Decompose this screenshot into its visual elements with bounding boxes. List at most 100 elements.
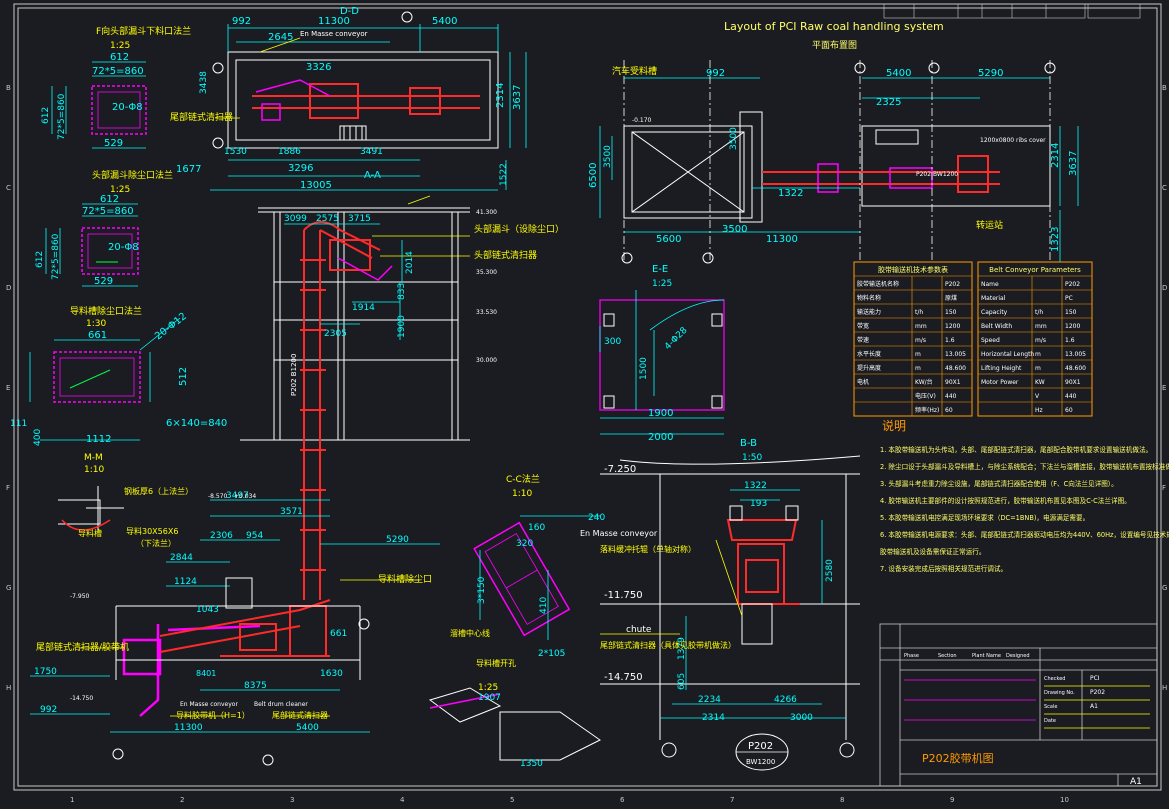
detail-scale: 1:50 — [742, 453, 762, 463]
axis-bubble-1 — [702, 252, 714, 264]
note-item: 5. 本胶带输送机电控满足现场环境要求（DC=1BNB)，电源满足需要。 — [880, 513, 1089, 522]
note-item: 6. 本胶带输送机电源要求：头部、尾部配链式清扫器驱动电压均为440V、60Hz… — [880, 530, 1169, 539]
title-label: Date — [1044, 718, 1056, 724]
dim-label: 1323 — [1050, 227, 1061, 252]
dim-label: 3500 — [729, 127, 739, 150]
dim-label: 5400 — [296, 723, 319, 733]
callout-label: 导料30X56X6 — [126, 526, 178, 536]
table-cell: mm — [1035, 323, 1047, 330]
detail-title: 导料槽除尘口法兰 — [70, 305, 142, 317]
dim-label: 3571 — [280, 507, 303, 517]
dim-label: 11300 — [766, 234, 798, 245]
callout-label: 尾部链式清扫器/胶带机 — [36, 641, 129, 653]
note-item: 2. 除尘口设于头部漏斗及导料槽上，与除尘系统配合；下法兰与溜槽连接，胶带输送机… — [880, 462, 1169, 471]
callout-label: 导料槽除尘口 — [378, 573, 432, 585]
table-cell: 带速 — [857, 336, 869, 344]
dim-label: 193 — [750, 499, 767, 509]
title-label: Checked — [1044, 676, 1065, 682]
detail-title: 头部漏斗除尘口法兰 — [92, 169, 173, 181]
frame-mark-col: 5 — [510, 796, 514, 804]
elevation-label: 41.300 — [476, 209, 497, 216]
title-label: Phase — [904, 653, 919, 659]
table-cell: Capacity — [981, 309, 1008, 316]
view-aa-elevation: A-A — [240, 170, 564, 600]
elevation-label: 30.000 — [476, 357, 497, 364]
elevation-label: -11.750 — [604, 590, 643, 601]
frame-mark-row: E — [1162, 384, 1166, 392]
frame-mark-col: 3 — [290, 796, 294, 804]
table-cell: 原煤 — [945, 294, 957, 302]
dim-label: 2306 — [210, 531, 233, 541]
elevation-label: -8.570 — [208, 493, 228, 500]
dim-label: 2314 — [495, 83, 506, 108]
table-cell: 带宽 — [857, 322, 869, 330]
dim-label: 11300 — [318, 16, 350, 27]
dim-label: 111 — [10, 419, 27, 429]
table-cell: 电压(V) — [915, 392, 936, 400]
dim-label: 2580 — [825, 559, 835, 582]
frame-mark-row: H — [1162, 684, 1167, 692]
frame-mark-row: C — [1162, 184, 1167, 192]
table-cell: m/s — [915, 337, 926, 344]
table-cell: 1200 — [1065, 323, 1080, 330]
dim-label: 992 — [232, 16, 251, 27]
elevation-label: -0.170 — [632, 117, 652, 124]
table-cell: V — [1035, 393, 1040, 400]
axis-bubble-1 — [401, 11, 413, 23]
frame-mark-col: 4 — [400, 796, 405, 804]
detail-scale: 1:10 — [512, 489, 532, 499]
callout-label: En Masse conveyor — [300, 30, 368, 38]
dim-label: 160 — [528, 523, 545, 533]
view-bb-title: B-B — [740, 438, 757, 449]
dim-label: 1886 — [278, 147, 301, 157]
dim-label: 1112 — [86, 434, 111, 445]
axis-bubble-b — [358, 618, 370, 630]
dim-label: 2000 — [648, 432, 673, 443]
table-cell: Motor Power — [981, 379, 1019, 386]
dim-label: 5290 — [386, 535, 409, 545]
frame-mark-col: 7 — [730, 796, 734, 804]
detail-scale: 1:10 — [84, 465, 104, 475]
table-cell: Speed — [981, 337, 1000, 344]
dim-label: 3500 — [603, 145, 613, 168]
elevation-label: -7.250 — [604, 464, 636, 475]
callout-label: Belt drum cleaner — [254, 701, 308, 708]
dim-label: 1630 — [320, 669, 343, 679]
table-cell: 90X1 — [945, 379, 961, 386]
table-cell: 60 — [1065, 407, 1073, 414]
table-cell: t/h — [915, 309, 923, 316]
callout-label: 溜槽中心线 — [450, 628, 490, 638]
note-item: 3. 头部漏斗考虑重力除尘设施，尾部链式清扫器配合使用（F、C向法兰见详图）。 — [880, 479, 1118, 488]
table-cell: 胶带输送机名称 — [857, 280, 899, 288]
table-cell: Name — [981, 281, 999, 288]
notes-title: 说明 — [882, 418, 906, 433]
title-label: Designed — [1006, 653, 1030, 659]
table-cell: 1.6 — [1065, 337, 1075, 344]
callout-label: 尾部链式清扫器（具体见胶带机做法） — [600, 640, 736, 650]
dim-label: 1322 — [778, 188, 803, 199]
dim-label: 1530 — [224, 147, 247, 157]
table-cell: 提升高度 — [857, 364, 881, 372]
dim-label: 605 — [677, 673, 687, 690]
dim-label: 1750 — [34, 667, 57, 677]
table-cell: 13.005 — [1065, 351, 1086, 358]
dim-label: 2844 — [170, 553, 193, 563]
dim-label: 3326 — [306, 62, 331, 73]
elevation-label: +0.034 — [234, 493, 256, 500]
table-title: Belt Conveyor Parameters — [989, 266, 1081, 274]
table-cell: m — [915, 351, 921, 358]
dim-label: 2*105 — [538, 649, 565, 659]
table-title: 胶带输送机技术参数表 — [878, 265, 948, 274]
dim-label: 612 — [41, 107, 51, 124]
table-cell: 60 — [945, 407, 953, 414]
table-cell: 440 — [945, 393, 957, 400]
dim-label: 833 — [397, 283, 407, 300]
detail-scale: 1:30 — [86, 319, 106, 329]
title-label: Section — [938, 653, 957, 659]
dim-label: 3438 — [199, 71, 209, 94]
dim-label: 992 — [40, 705, 57, 715]
conveyor-tag: P202 — [748, 741, 773, 752]
